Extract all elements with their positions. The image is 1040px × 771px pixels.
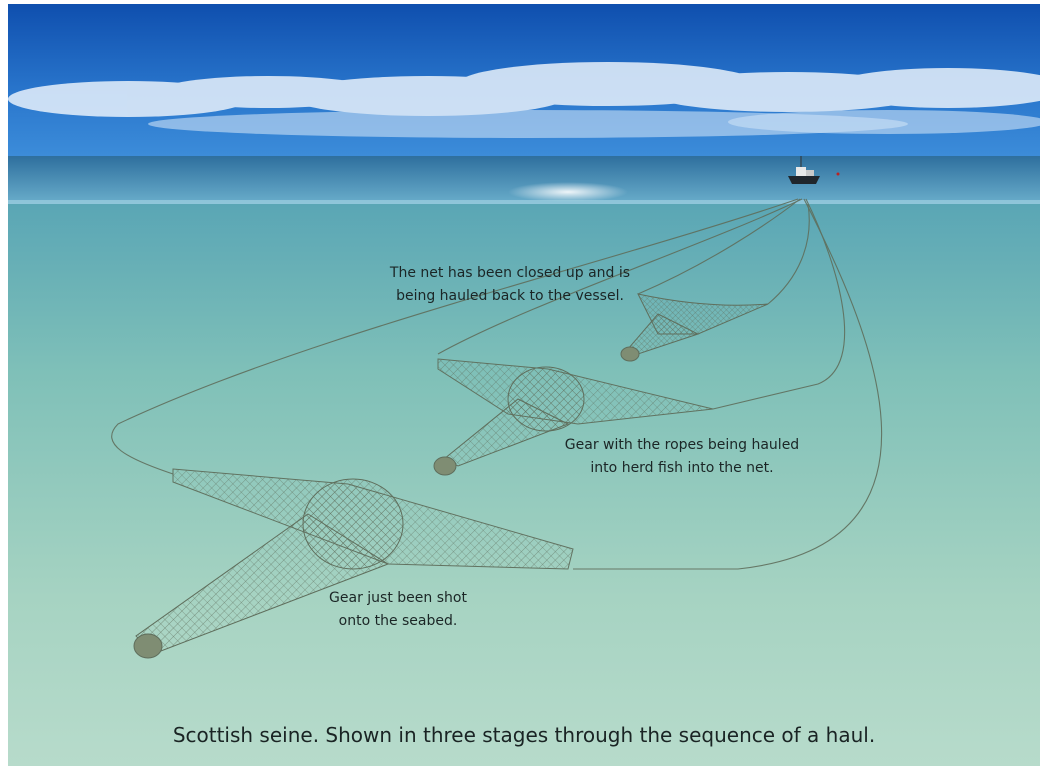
annotation-stage-closed: The net has been closed up and is being … bbox=[360, 262, 660, 308]
caption: Scottish seine. Shown in three stages th… bbox=[8, 723, 1040, 747]
sun-reflection bbox=[508, 182, 628, 202]
annotation-stage-hauling: Gear with the ropes being hauled into he… bbox=[532, 434, 832, 480]
annotation-stage-shot: Gear just been shot onto the seabed. bbox=[293, 587, 503, 633]
scene bbox=[8, 4, 1040, 766]
illustration-frame: The net has been closed up and is being … bbox=[8, 4, 1040, 766]
